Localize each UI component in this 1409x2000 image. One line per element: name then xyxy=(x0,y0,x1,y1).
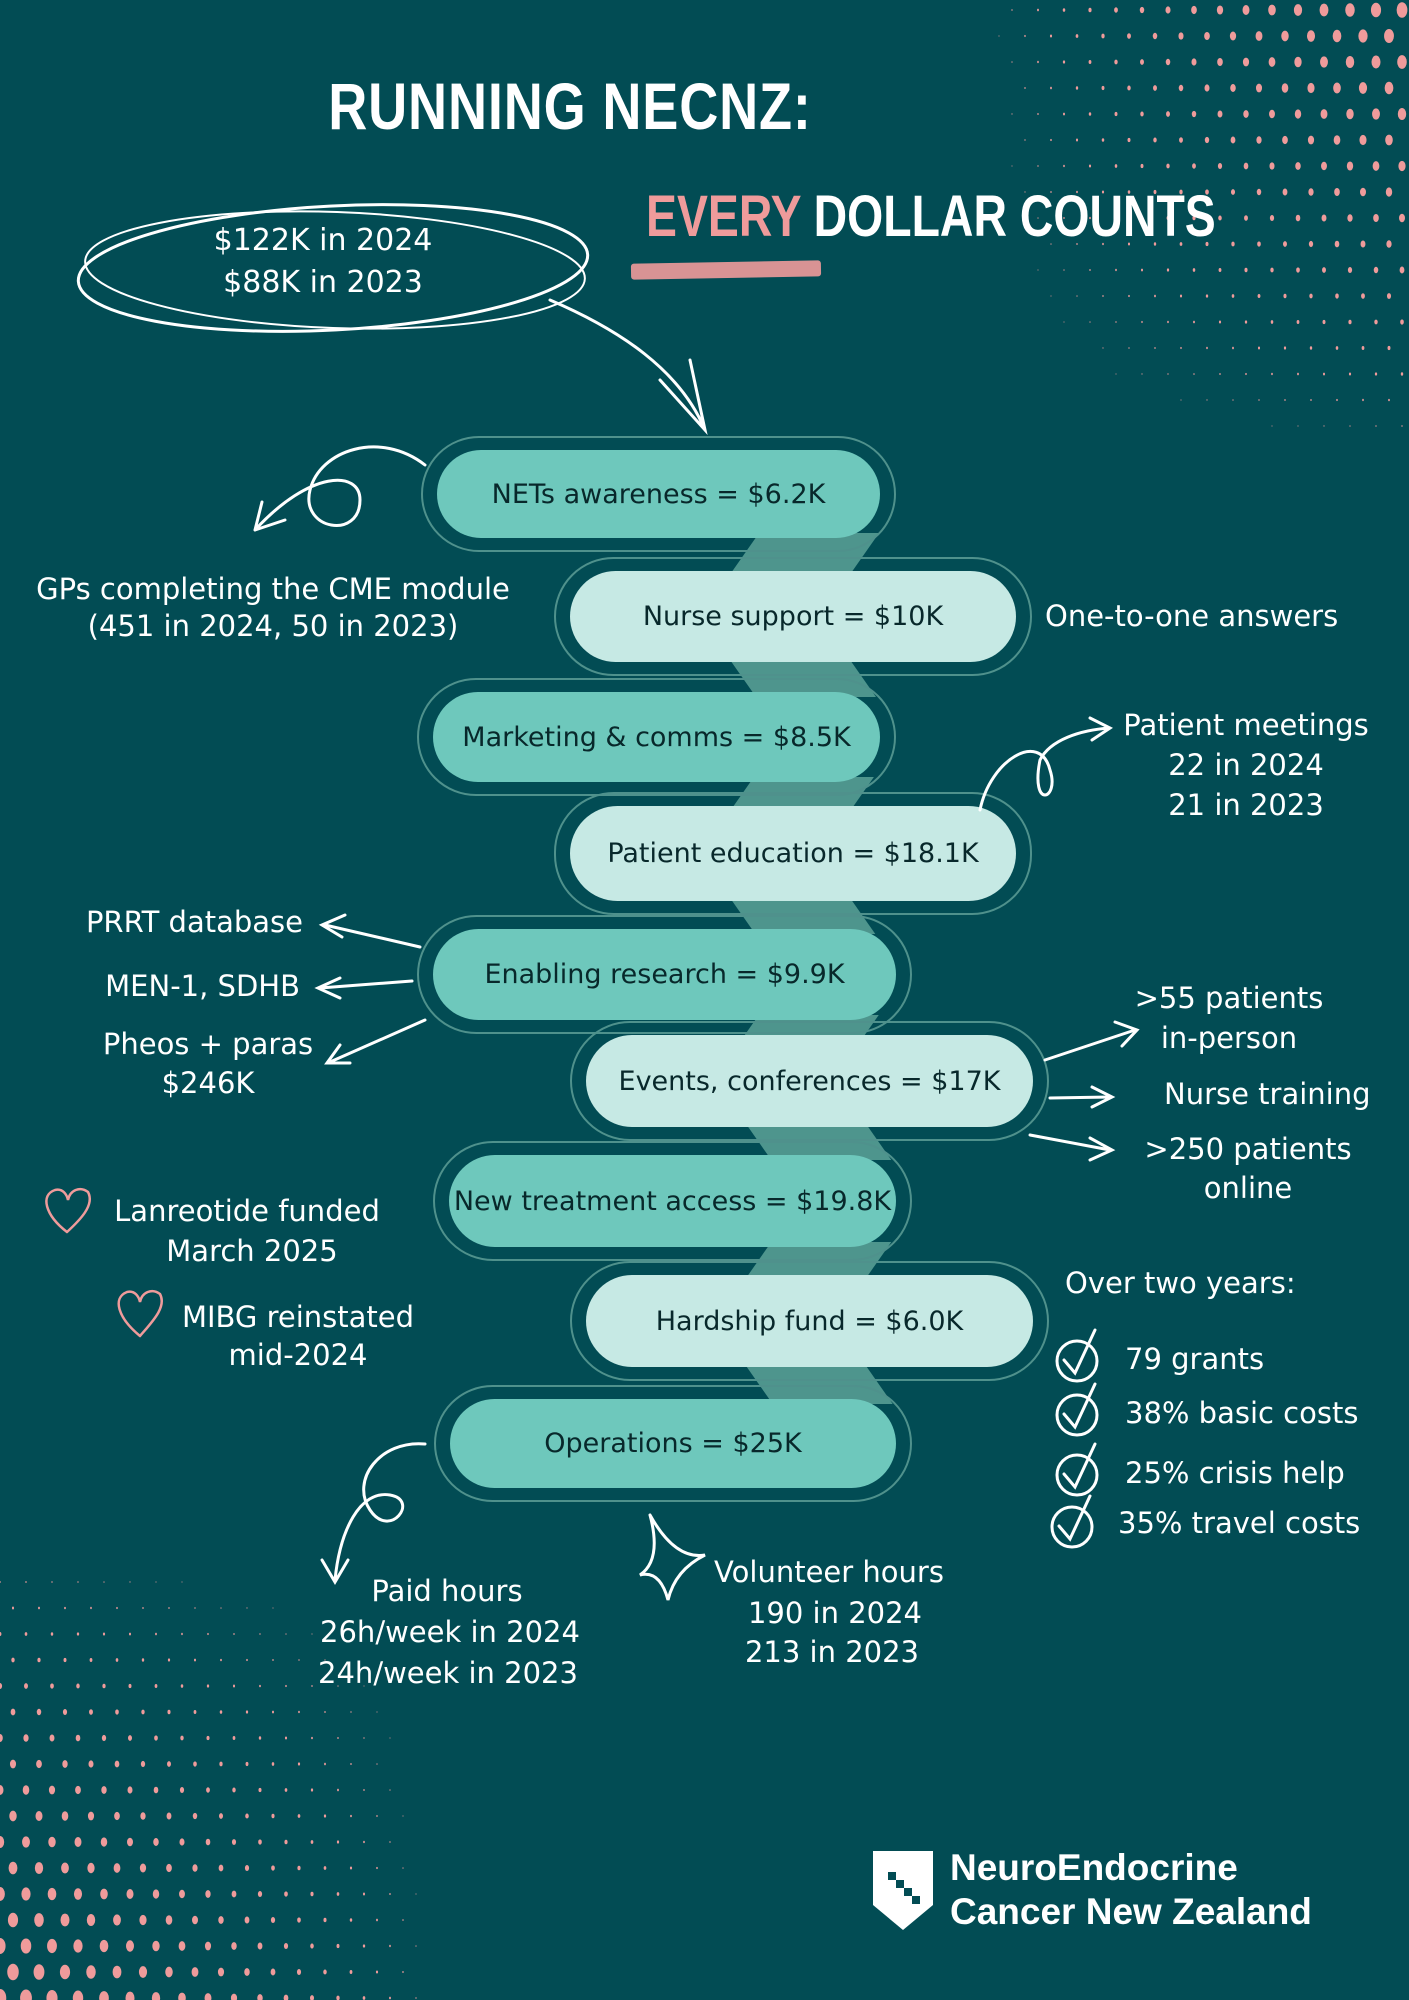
volunteer-hours-2023: 213 in 2023 xyxy=(744,1635,920,1669)
loop-arrow-icon xyxy=(978,716,1113,812)
subtitle-highlight: EVERY xyxy=(646,184,801,249)
budget-item-pill: New treatment access = $19.8K xyxy=(449,1155,896,1247)
meetings-note: Patient meetings xyxy=(1123,708,1369,742)
sparkle-icon xyxy=(639,1513,706,1601)
subtitle-rest: DOLLAR COUNTS xyxy=(813,184,1216,249)
arrow-icon xyxy=(548,298,708,436)
budget-item-pill: Patient education = $18.1K xyxy=(570,806,1016,901)
budget-item-label: Events, conferences = $17K xyxy=(618,1065,1001,1097)
inperson-note: >55 patients xyxy=(1134,981,1324,1015)
budget-item-label: Operations = $25K xyxy=(544,1428,802,1459)
arrow-icon xyxy=(318,913,422,949)
budget-item-pill: NETs awareness = $6.2K xyxy=(437,450,880,538)
subtitle: EVERY DOLLAR COUNTS xyxy=(646,185,1216,249)
lanreotide-note: Lanreotide funded xyxy=(114,1194,380,1228)
paid-hours-2023: 24h/week in 2023 xyxy=(318,1656,578,1690)
lanreotide-date: March 2025 xyxy=(166,1234,338,1268)
paid-hours-2024: 26h/week in 2024 xyxy=(320,1615,580,1649)
total-2023: $88K in 2023 xyxy=(223,265,423,300)
budget-item-pill: Enabling research = $9.9K xyxy=(433,929,896,1020)
hardship-item: 35% travel costs xyxy=(1118,1506,1361,1540)
pill-outline xyxy=(434,1385,912,1502)
hardship-item: 79 grants xyxy=(1125,1342,1265,1376)
pill-outline xyxy=(570,1021,1049,1141)
online-note: >250 patients xyxy=(1144,1132,1352,1166)
pill-outline xyxy=(417,915,912,1034)
loop-arrow-icon xyxy=(320,1442,427,1585)
budget-item-label: Hardship fund = $6.0K xyxy=(655,1305,964,1337)
pheos-note: Pheos + paras xyxy=(102,1027,314,1061)
gps-note: GPs completing the CME module xyxy=(36,572,510,606)
nurse-training-note: Nurse training xyxy=(1164,1077,1371,1111)
arrow-icon xyxy=(314,976,414,1000)
budget-item-label: Patient education = $18.1K xyxy=(607,838,979,869)
pill-outline xyxy=(554,557,1032,676)
heart-icon xyxy=(45,1188,91,1234)
inperson-note-2: in-person xyxy=(1160,1021,1298,1055)
page-title: RUNNING NECNZ: xyxy=(328,69,812,143)
budget-item-label: Nurse support = $10K xyxy=(642,601,944,632)
budget-item-label: Enabling research = $9.9K xyxy=(484,959,845,990)
budget-item-pill: Operations = $25K xyxy=(450,1399,896,1488)
arrow-icon xyxy=(1043,1020,1140,1062)
logo-text-line2: Cancer New Zealand xyxy=(950,1891,1312,1932)
check-icons xyxy=(1050,1328,1099,1549)
logo-text-line1: NeuroEndocrine xyxy=(950,1847,1238,1888)
total-2024: $122K in 2024 xyxy=(213,223,433,258)
pill-outline xyxy=(421,436,896,552)
budget-item-pill: Marketing & comms = $8.5K xyxy=(433,692,880,782)
volunteer-hours-2024: 190 in 2024 xyxy=(747,1596,923,1630)
prrt-note: PRRT database xyxy=(85,905,303,939)
men-note: MEN-1, SDHB xyxy=(105,969,300,1003)
arrow-icon xyxy=(1028,1133,1116,1162)
hardship-item: 25% crisis help xyxy=(1125,1456,1345,1490)
volunteer-hours-heading: Volunteer hours xyxy=(714,1555,944,1589)
online-note-2: online xyxy=(1203,1171,1293,1205)
totals-ellipse xyxy=(76,203,590,333)
meetings-2023: 21 in 2023 xyxy=(1168,788,1324,822)
budget-item-pill: Nurse support = $10K xyxy=(570,571,1016,662)
pill-outline xyxy=(554,792,1032,915)
hardship-heading: Over two years: xyxy=(1065,1266,1296,1300)
budget-item-pill: Events, conferences = $17K xyxy=(586,1035,1033,1127)
meetings-2024: 22 in 2024 xyxy=(1168,748,1324,782)
hardship-item: 38% basic costs xyxy=(1125,1396,1359,1430)
budget-item-label: Marketing & comms = $8.5K xyxy=(462,721,851,753)
pill-outline xyxy=(433,1141,912,1261)
pill-outline xyxy=(417,678,896,796)
budget-item-label: New treatment access = $19.8K xyxy=(453,1185,892,1217)
gps-note-count: (451 in 2024, 50 in 2023) xyxy=(87,609,459,643)
nurse-note: One-to-one answers xyxy=(1045,599,1339,633)
mibg-note: MIBG reinstated xyxy=(181,1300,415,1334)
budget-item-label: NETs awareness = $6.2K xyxy=(491,478,826,510)
pheos-amount: $246K xyxy=(161,1066,255,1100)
arrow-icon xyxy=(324,1018,427,1065)
loop-arrow-icon xyxy=(253,445,427,532)
mibg-date: mid-2024 xyxy=(228,1338,368,1372)
heart-icon xyxy=(117,1290,163,1338)
paid-hours-heading: Paid hours xyxy=(371,1574,523,1608)
arrow-icon xyxy=(1048,1085,1116,1109)
pill-outline xyxy=(570,1261,1049,1381)
budget-item-pill: Hardship fund = $6.0K xyxy=(586,1275,1033,1367)
